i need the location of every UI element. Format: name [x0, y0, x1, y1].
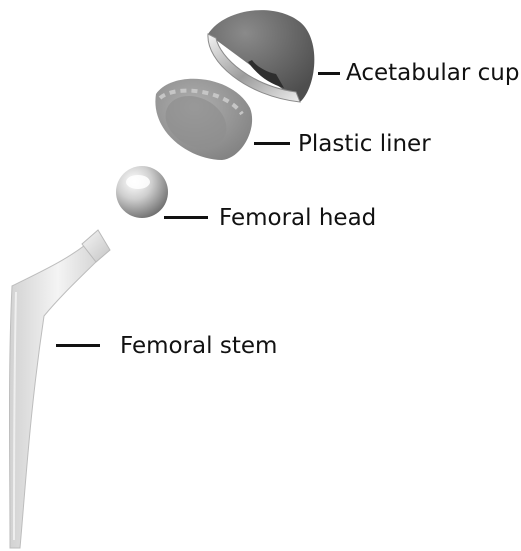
femoral-head-label: Femoral head	[219, 207, 376, 230]
acetabular-cup-leader	[318, 72, 340, 75]
femoral-head-leader	[164, 216, 208, 219]
femoral-head-shape	[116, 166, 168, 218]
plastic-liner-shape	[155, 79, 252, 160]
femoral-stem-label: Femoral stem	[120, 335, 277, 358]
plastic-liner-label: Plastic liner	[298, 133, 431, 156]
femoral-stem-leader	[56, 344, 100, 347]
plastic-liner-leader	[254, 142, 290, 145]
femoral-stem-shape	[10, 230, 111, 548]
acetabular-cup-label: Acetabular cup	[346, 62, 520, 85]
